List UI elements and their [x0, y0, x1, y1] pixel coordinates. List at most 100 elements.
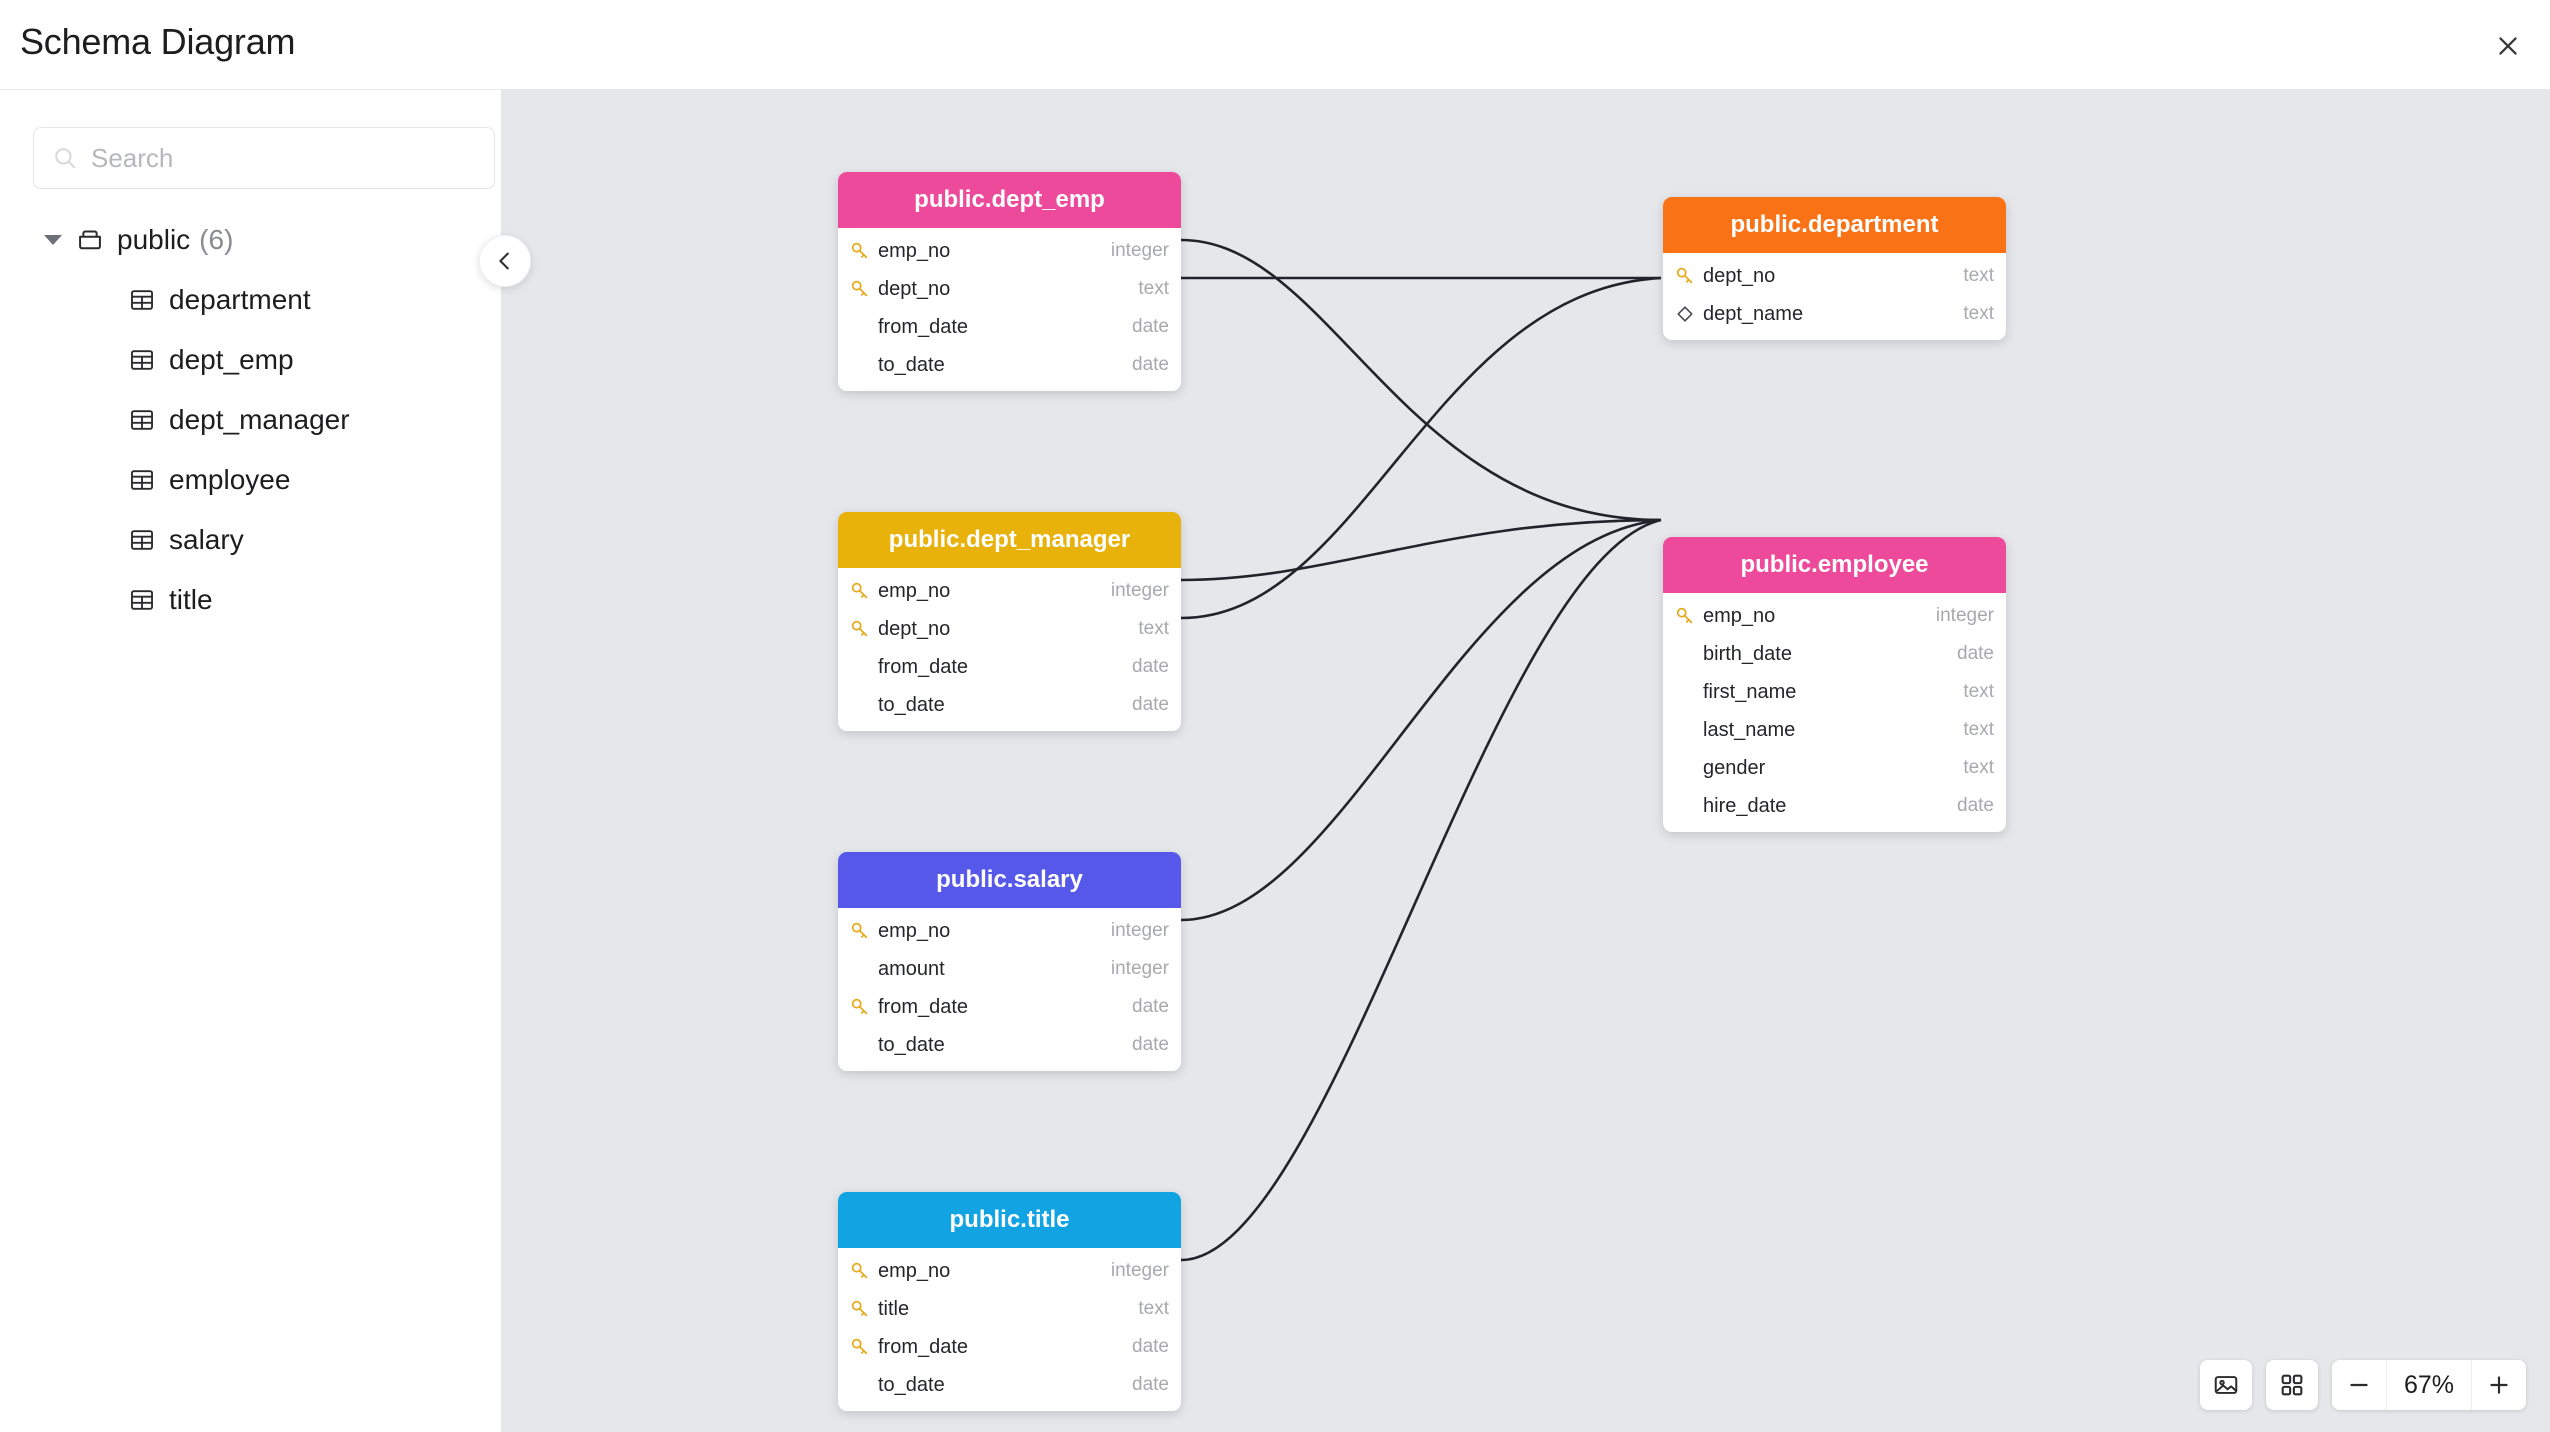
table-card-header: public.title: [838, 1192, 1181, 1248]
column-name: from_date: [878, 315, 969, 338]
column-type: date: [1132, 354, 1169, 375]
table-row[interactable]: last_name text: [1663, 711, 2006, 749]
column-type: text: [1963, 681, 1994, 702]
column-type: integer: [1110, 958, 1169, 979]
minus-icon: [2350, 1383, 2368, 1387]
column-name: amount: [878, 957, 945, 980]
column-type: text: [1138, 1298, 1169, 1319]
sidebar-item-dept_manager[interactable]: dept_manager: [0, 390, 502, 450]
chevron-down-icon[interactable]: [44, 235, 62, 245]
table-row[interactable]: dept_no text: [838, 270, 1181, 308]
column-name: dept_no: [1703, 264, 1776, 287]
table-row[interactable]: emp_no integer: [838, 232, 1181, 270]
sidebar-item-dept_emp[interactable]: dept_emp: [0, 330, 502, 390]
grid-icon: [2281, 1374, 2303, 1396]
column-type: date: [1132, 1034, 1169, 1055]
column-name: hire_date: [1703, 794, 1787, 817]
table-row[interactable]: emp_no integer: [838, 1252, 1181, 1290]
table-card-employee[interactable]: public.employee emp_no integer birth_dat…: [1663, 537, 2006, 832]
table-row[interactable]: dept_name text: [1663, 295, 2006, 333]
column-name: from_date: [878, 995, 969, 1018]
search-input[interactable]: [91, 142, 476, 174]
column-name: dept_no: [878, 617, 951, 640]
table-row[interactable]: emp_no integer: [838, 572, 1181, 610]
key-icon: [851, 1338, 868, 1355]
column-name: emp_no: [1703, 604, 1776, 627]
table-icon: [131, 590, 153, 610]
table-row[interactable]: gender text: [1663, 749, 2006, 787]
table-row[interactable]: from_date date: [838, 988, 1181, 1026]
auto-layout-button[interactable]: [2266, 1360, 2318, 1410]
key-icon: [851, 1300, 868, 1317]
sidebar-item-employee[interactable]: employee: [0, 450, 502, 510]
column-name: to_date: [878, 1033, 945, 1056]
table-row[interactable]: amount integer: [838, 950, 1181, 988]
table-row[interactable]: dept_no text: [1663, 257, 2006, 295]
table-card-dept_manager[interactable]: public.dept_manager emp_no integer dept_…: [838, 512, 1181, 731]
zoom-in-button[interactable]: [2472, 1360, 2526, 1410]
column-type: date: [1132, 694, 1169, 715]
zoom-out-button[interactable]: [2332, 1360, 2386, 1410]
sidebar-item-department[interactable]: department: [0, 270, 502, 330]
table-row[interactable]: birth_date date: [1663, 635, 2006, 673]
column-name: dept_no: [878, 277, 951, 300]
table-icon: [131, 350, 153, 370]
column-name: gender: [1703, 756, 1766, 779]
column-type: text: [1963, 303, 1994, 324]
zoom-level-label[interactable]: 67%: [2386, 1360, 2472, 1410]
column-type: text: [1138, 278, 1169, 299]
search-box[interactable]: [33, 127, 495, 189]
table-row[interactable]: to_date date: [838, 346, 1181, 384]
canvas-toolbar: 67%: [2200, 1360, 2526, 1410]
edge-title-employee: [1180, 518, 1662, 1262]
edge-dept_emp-employee: [1180, 238, 1662, 522]
close-icon: [2499, 37, 2517, 55]
table-card-department[interactable]: public.department dept_no text dept_name…: [1663, 197, 2006, 340]
key-icon: [851, 922, 868, 939]
table-row[interactable]: from_date date: [838, 1328, 1181, 1366]
table-row[interactable]: to_date date: [838, 686, 1181, 724]
column-name: first_name: [1703, 680, 1797, 703]
table-card-dept_emp[interactable]: public.dept_emp emp_no integer dept_no t…: [838, 172, 1181, 391]
table-row[interactable]: from_date date: [838, 648, 1181, 686]
dialog-header: Schema Diagram: [0, 0, 2550, 90]
tree-node-label: public: [117, 224, 191, 255]
table-card-salary[interactable]: public.salary emp_no integer amount inte…: [838, 852, 1181, 1071]
relationship-edges: [1163, 229, 1662, 1271]
table-row[interactable]: from_date date: [838, 308, 1181, 346]
table-row[interactable]: emp_no integer: [838, 912, 1181, 950]
sidebar-item-label: dept_manager: [169, 404, 350, 435]
sidebar-item-label: salary: [169, 524, 244, 555]
table-row[interactable]: to_date date: [838, 1026, 1181, 1064]
table-row[interactable]: dept_no text: [838, 610, 1181, 648]
sidebar-item-label: title: [169, 584, 213, 615]
column-type: date: [1132, 316, 1169, 337]
table-card-columns: emp_no integer dept_no text from_date da…: [838, 228, 1181, 391]
sidebar-item-salary[interactable]: salary: [0, 510, 502, 570]
table-row[interactable]: to_date date: [838, 1366, 1181, 1404]
sidebar-collapse-button[interactable]: [479, 235, 531, 287]
table-card-header: public.dept_emp: [838, 172, 1181, 228]
key-icon: [851, 620, 868, 637]
sidebar: public (6) department dept_emp: [0, 90, 502, 1432]
table-card-title[interactable]: public.title emp_no integer title text: [838, 1192, 1181, 1411]
table-card-columns: dept_no text dept_name text: [1663, 253, 2006, 340]
table-row[interactable]: emp_no integer: [1663, 597, 2006, 635]
column-type: text: [1963, 757, 1994, 778]
sidebar-item-title[interactable]: title: [0, 570, 502, 630]
column-name: title: [878, 1297, 910, 1320]
table-icon: [131, 530, 153, 550]
export-image-button[interactable]: [2200, 1360, 2252, 1410]
edge-salary-employee: [1180, 518, 1662, 922]
search-icon: [55, 148, 76, 169]
column-type: date: [1132, 1374, 1169, 1395]
tree-node-public[interactable]: public (6): [0, 210, 502, 270]
column-type: integer: [1935, 605, 1994, 626]
table-row[interactable]: hire_date date: [1663, 787, 2006, 825]
table-row[interactable]: first_name text: [1663, 673, 2006, 711]
column-name: emp_no: [878, 1259, 951, 1282]
close-button[interactable]: [2484, 22, 2532, 70]
table-row[interactable]: title text: [838, 1290, 1181, 1328]
tree-node-count: (6): [199, 224, 234, 255]
diagram-canvas[interactable]: public.dept_emp emp_no integer dept_no t…: [502, 90, 2550, 1432]
